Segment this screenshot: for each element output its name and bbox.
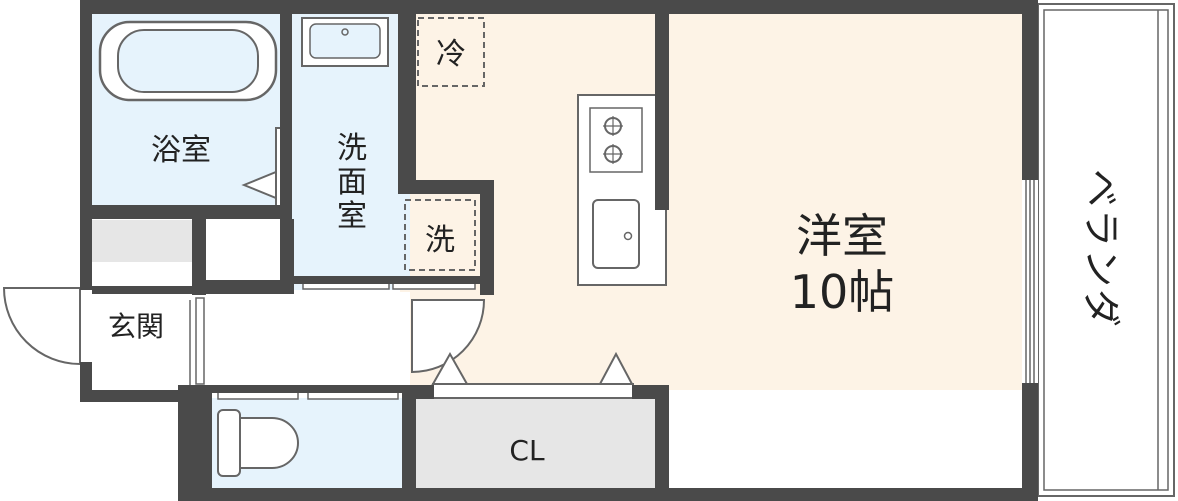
- storage-box: [205, 222, 280, 280]
- entrance-floor: [92, 262, 204, 392]
- svg-text:ベ: ベ: [1079, 169, 1123, 207]
- window: [1022, 180, 1038, 383]
- washroom-label: 洗 面 室: [337, 131, 367, 234]
- western-room-size: 10帖: [790, 265, 895, 319]
- shoe-storage: [92, 220, 192, 262]
- bathtub-icon: [98, 20, 278, 102]
- svg-text:室: 室: [337, 199, 367, 234]
- fridge-label: 冷: [436, 37, 466, 72]
- toilet-icon: [217, 409, 299, 477]
- balcony-floor: [1037, 3, 1175, 497]
- closet-label: CL: [509, 434, 545, 467]
- entrance-label: 玄関: [108, 310, 164, 343]
- stove-icon: [603, 116, 623, 164]
- sink-icon: [592, 199, 640, 269]
- wash-basin-icon: [301, 17, 389, 67]
- western-room-floor: [400, 10, 1030, 390]
- svg-text:ン: ン: [1079, 249, 1123, 287]
- balcony-label: ベ ラ ン ダ: [1079, 169, 1123, 327]
- hall-door: [411, 299, 486, 374]
- walls: [80, 0, 1038, 501]
- washer-space: [404, 199, 476, 271]
- svg-text:ダ: ダ: [1079, 289, 1123, 327]
- washer-label: 洗: [425, 223, 455, 258]
- closet-floor: [412, 398, 657, 488]
- bath-label: 浴室: [151, 133, 211, 168]
- western-room-name: 洋室: [796, 209, 888, 263]
- kitchen-counter: [577, 94, 667, 286]
- svg-text:洗: 洗: [337, 131, 367, 166]
- entrance-door: [2, 287, 81, 366]
- fridge-space: [417, 17, 485, 87]
- hall-floor: [200, 292, 410, 392]
- svg-text:ラ: ラ: [1079, 209, 1123, 247]
- svg-text:面: 面: [337, 165, 367, 200]
